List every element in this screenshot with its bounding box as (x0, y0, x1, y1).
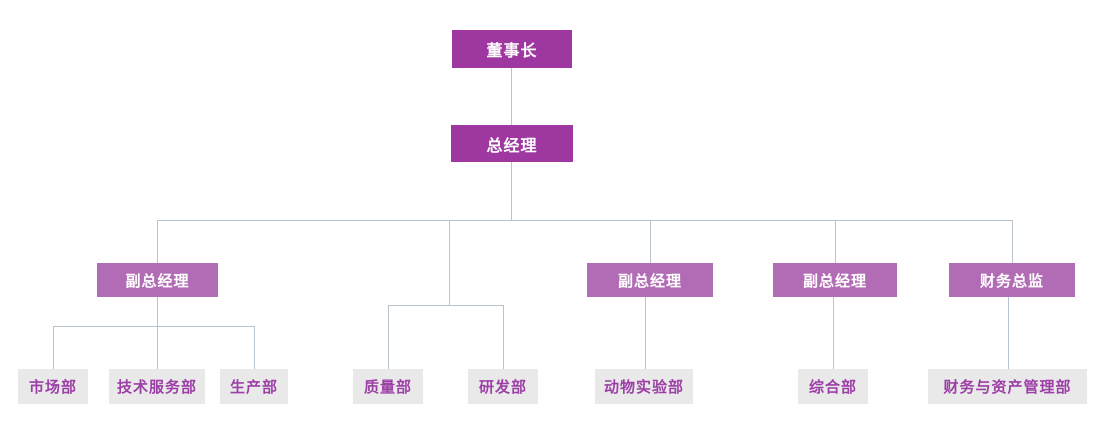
connector-main-horizontal (157, 220, 1012, 221)
connector-drop-mid-branch (449, 220, 450, 305)
connector-drop-rnd (503, 305, 504, 370)
node-dept-animal-lab: 动物实验部 (595, 369, 693, 404)
node-chairman: 董事长 (452, 30, 572, 68)
node-dept-quality: 质量部 (353, 369, 423, 404)
connector-drop-tech-service (157, 326, 158, 370)
connector-mid-horizontal (388, 305, 503, 306)
connector-gm-down (511, 162, 512, 220)
node-dept-marketing: 市场部 (18, 369, 88, 404)
node-dept-general-affairs: 综合部 (798, 369, 868, 404)
node-deputy-gm-2: 副总经理 (587, 263, 713, 297)
connector-drop-finance-asset (1008, 297, 1009, 369)
node-dept-rnd: 研发部 (468, 369, 538, 404)
connector-chairman-gm (511, 68, 512, 125)
connector-drop-production (254, 326, 255, 370)
connector-deputy1-down (157, 297, 158, 326)
node-dept-finance-asset: 财务与资产管理部 (928, 369, 1087, 404)
connector-drop-animal-lab (645, 297, 646, 369)
node-dept-production: 生产部 (220, 369, 288, 404)
connector-drop-general-affairs (833, 297, 834, 369)
connector-drop-deputy1 (157, 220, 158, 263)
node-deputy-gm-1: 副总经理 (97, 263, 218, 297)
node-deputy-gm-3: 副总经理 (773, 263, 897, 297)
connector-drop-quality (388, 305, 389, 370)
connector-drop-deputy3 (835, 220, 836, 263)
connector-drop-finance-dir (1012, 220, 1013, 263)
node-finance-director: 财务总监 (949, 263, 1075, 297)
connector-drop-deputy2 (650, 220, 651, 263)
connector-drop-marketing (53, 326, 54, 370)
node-general-manager: 总经理 (451, 125, 573, 162)
node-dept-tech-service: 技术服务部 (109, 369, 205, 404)
connector-left-horizontal (53, 326, 254, 327)
